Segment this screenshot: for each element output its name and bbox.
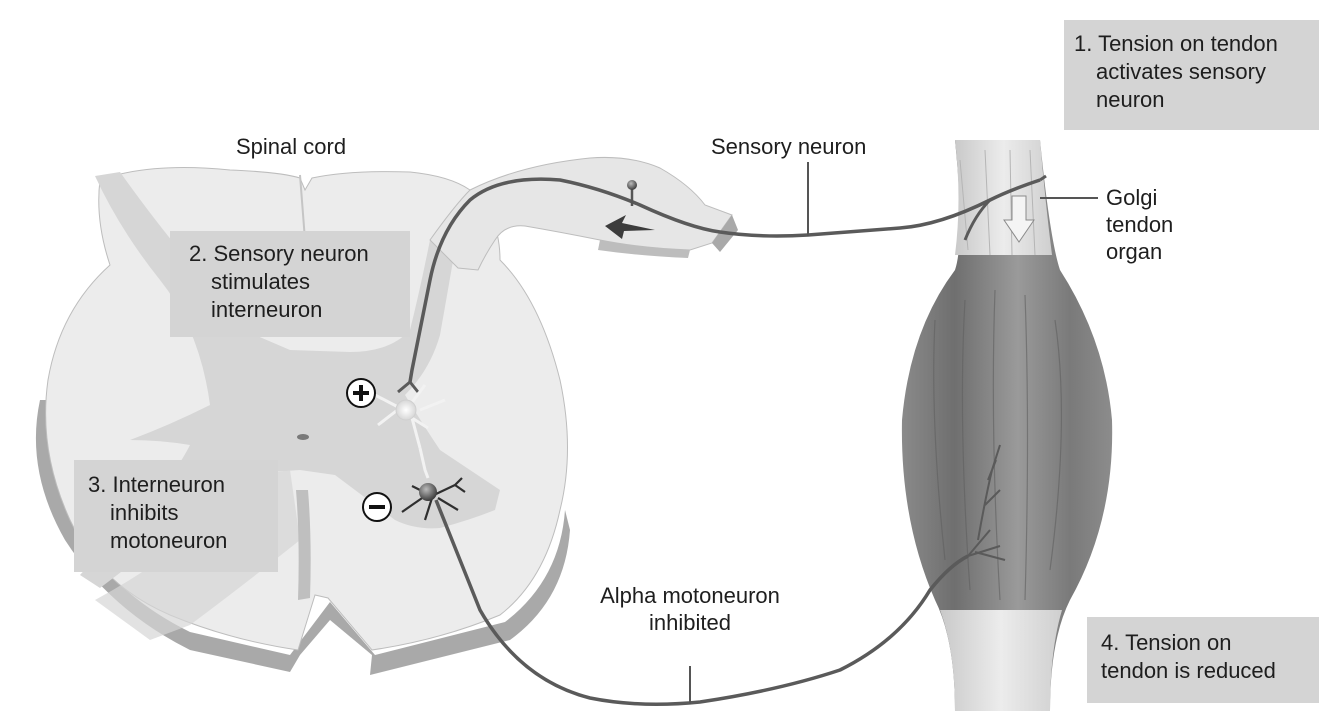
step-2-line-1: 2. Sensory neuron — [189, 240, 410, 268]
label-alpha-line-2: inhibited — [585, 609, 795, 636]
step-3-line-3: motoneuron — [88, 527, 278, 555]
label-golgi-line-3: organ — [1106, 238, 1173, 265]
step-1-line-3: neuron — [1074, 86, 1319, 114]
inhibitory-synapse-minus-icon — [362, 492, 392, 522]
step-2-line-2: stimulates — [189, 268, 410, 296]
label-spinal-cord-text: Spinal cord — [236, 133, 346, 160]
step-4-box: 4. Tension on tendon is reduced — [1087, 617, 1319, 703]
step-3-line-1: 3. Interneuron — [88, 471, 278, 499]
step-4-line-1: 4. Tension on — [1101, 629, 1319, 657]
label-golgi-line-1: Golgi — [1106, 184, 1173, 211]
label-alpha-line-1: Alpha motoneuron — [585, 582, 795, 609]
label-sensory-neuron: Sensory neuron — [711, 133, 866, 160]
muscle — [902, 140, 1112, 711]
label-sensory-neuron-text: Sensory neuron — [711, 133, 866, 160]
step-1-line-2: activates sensory — [1074, 58, 1319, 86]
step-2-box: 2. Sensory neuron stimulates interneuron — [170, 231, 410, 337]
step-4-line-2: tendon is reduced — [1101, 657, 1319, 685]
label-golgi-tendon-organ: Golgi tendon organ — [1106, 184, 1173, 265]
step-2-line-3: interneuron — [189, 296, 410, 324]
label-alpha-motoneuron: Alpha motoneuron inhibited — [585, 582, 795, 636]
step-3-line-2: inhibits — [88, 499, 278, 527]
label-golgi-line-2: tendon — [1106, 211, 1173, 238]
label-spinal-cord: Spinal cord — [236, 133, 346, 160]
step-1-box: 1. Tension on tendon activates sensory n… — [1064, 20, 1319, 130]
step-3-box: 3. Interneuron inhibits motoneuron — [74, 460, 278, 572]
step-1-line-1: 1. Tension on tendon — [1074, 30, 1319, 58]
excitatory-synapse-plus-icon — [346, 378, 376, 408]
